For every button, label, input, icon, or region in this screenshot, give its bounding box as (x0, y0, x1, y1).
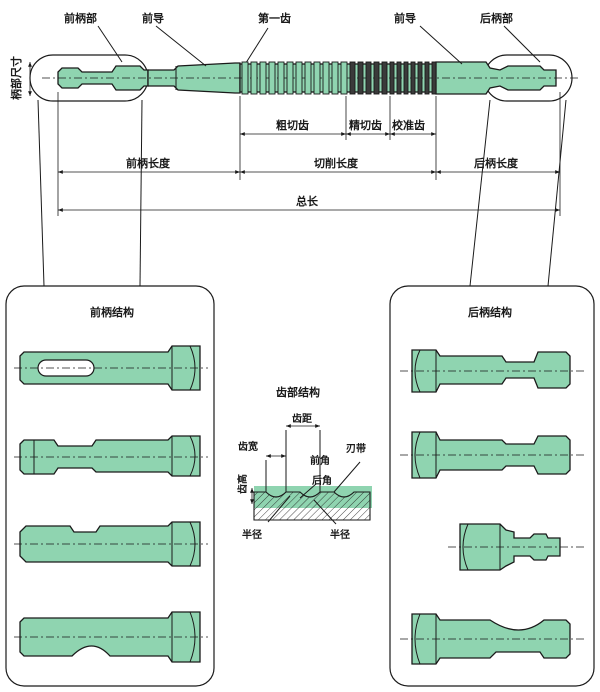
broach-tooth (322, 61, 330, 95)
broach-tooth (286, 61, 294, 95)
dimension-rows (58, 132, 560, 212)
broach-tooth (431, 61, 437, 95)
dim-rough-teeth: 粗切齿 (276, 118, 309, 132)
label-rear-handle-part: 后柄部 (480, 11, 513, 25)
tooth-radius-left: 半径 (242, 528, 262, 541)
rear-handle-variant-1 (400, 349, 584, 393)
panel-title-front: 前柄结构 (90, 305, 134, 319)
tooth-pitch: 齿距 (292, 412, 312, 425)
tooth-clearance-angle: 后角 (312, 474, 332, 487)
broach-tooth (313, 61, 321, 95)
label-front-handle-part: 前柄部 (64, 11, 97, 25)
dim-total-length: 总长 (296, 194, 319, 208)
teeth-group (241, 61, 437, 95)
dim-cutting-length: 切削长度 (314, 156, 359, 170)
rear-handle-variant-4 (400, 613, 584, 665)
broach-tooth (389, 61, 395, 95)
broach-tooth (373, 61, 380, 95)
rear-handle-variant-2 (400, 431, 584, 479)
label-handle-size: 柄部尺寸 (9, 56, 23, 100)
tooth-profile (250, 424, 372, 525)
broach-tooth (241, 61, 249, 95)
broach-tooth (259, 61, 267, 95)
broach-tooth (357, 61, 364, 95)
broach-tooth (396, 61, 402, 95)
panel-connectors (37, 99, 567, 287)
broach-tooth (410, 61, 416, 95)
broach-tooth (304, 61, 312, 95)
broach-tooth (424, 61, 430, 95)
label-rear-guide: 前导 (394, 11, 416, 25)
broach-tooth (331, 61, 339, 95)
tooth-land: 刃带 (346, 442, 366, 455)
front-handle-variant-1 (14, 345, 208, 391)
label-front-guide: 前导 (142, 11, 164, 25)
front-handle-panel (5, 285, 215, 687)
broach-tooth (417, 61, 423, 95)
rear-handle-variant-3 (448, 523, 584, 571)
broach-tooth (295, 61, 303, 95)
broach-tooth (277, 61, 285, 95)
dim-front-handle-length: 前柄长度 (126, 156, 171, 170)
front-handle-variant-4 (14, 611, 208, 663)
broach-tooth (381, 61, 388, 95)
broach-tooth (250, 61, 258, 95)
tooth-rake-angle: 前角 (310, 454, 330, 467)
rear-handle-panel (389, 285, 595, 687)
panel-title-tooth: 齿部结构 (276, 385, 320, 399)
dim-rear-handle-length: 后柄长度 (474, 156, 519, 170)
broach-tooth (340, 61, 348, 95)
broach-tooth (268, 61, 276, 95)
top-leaders (97, 25, 541, 67)
tooth-radius-right: 半径 (330, 528, 350, 541)
front-handle-variant-2 (14, 435, 208, 477)
panel-title-rear: 后柄结构 (468, 305, 512, 319)
front-handle-variant-3 (14, 521, 208, 567)
label-first-tooth: 第一齿 (258, 11, 291, 25)
tooth-width: 齿宽 (238, 440, 258, 453)
tooth-height: 齿高 (236, 474, 249, 494)
broach-tooth (403, 61, 409, 95)
broach-tooth (349, 61, 356, 95)
dim-fine-teeth: 精切齿 (349, 118, 382, 132)
dim-calibrating-teeth: 校准齿 (392, 118, 425, 132)
broach-tooth (365, 61, 372, 95)
